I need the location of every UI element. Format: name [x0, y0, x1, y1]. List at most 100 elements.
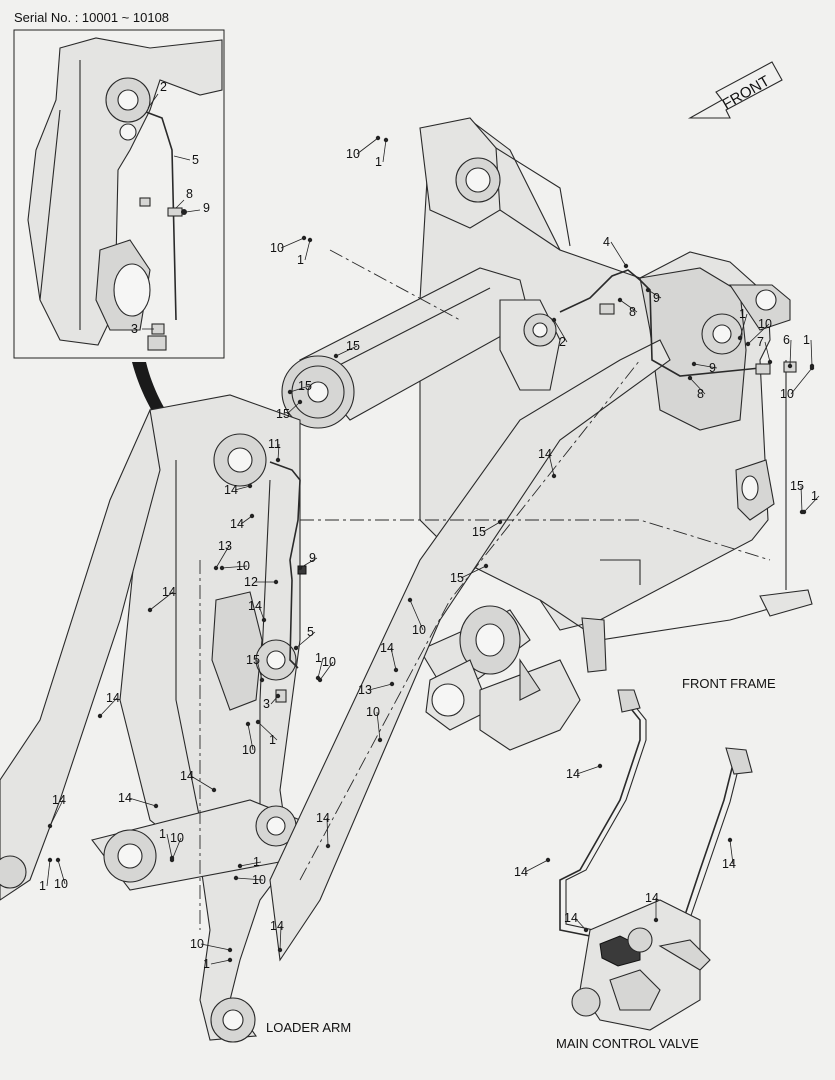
callout-leader [326, 817, 329, 847]
fitting-marker [213, 565, 219, 571]
fitting-marker [383, 137, 389, 143]
callout-number: 9 [309, 551, 316, 565]
callout-number: 9 [709, 361, 716, 375]
callout-number: 10 [346, 147, 360, 161]
callout: 10 [745, 317, 772, 347]
callout-number: 1 [253, 855, 260, 869]
callout-number: 4 [603, 235, 610, 249]
callout-number: 14 [230, 517, 244, 531]
bucket-cylinder [419, 605, 581, 751]
callout-leader [382, 139, 387, 163]
callout-number: 1 [315, 651, 322, 665]
callout-leader [319, 661, 334, 681]
fitting-marker [219, 565, 225, 571]
callout: 10 [242, 721, 256, 757]
callout: 14 [316, 811, 331, 849]
fitting-marker [389, 681, 395, 687]
callout-leader [256, 659, 263, 681]
callout: 14 [118, 791, 159, 809]
callout-leader [548, 453, 555, 477]
fitting-marker [301, 235, 307, 241]
fitting-marker [293, 645, 299, 651]
callout: 10 [780, 365, 815, 401]
callout: 10 [317, 655, 336, 683]
callout: 11 [268, 437, 281, 463]
callout-leader [356, 137, 379, 155]
fitting-marker [273, 579, 279, 585]
callout: 7 [757, 335, 773, 365]
fitting-marker [597, 763, 603, 769]
callout: 14 [722, 837, 736, 871]
fitting-marker [623, 263, 629, 269]
fitting-marker [687, 375, 693, 381]
callout-leader [149, 591, 174, 611]
callout-number: 13 [358, 683, 372, 697]
callout: 1 [203, 957, 233, 971]
fitting-marker [317, 677, 323, 683]
inset-detail: 2 5 8 9 3 [13, 29, 225, 359]
callout-number: 1 [375, 155, 382, 169]
callout: 1 [737, 307, 748, 341]
callout-number: 14 [722, 857, 736, 871]
callout-leader [258, 605, 265, 621]
callout-leader [390, 647, 397, 671]
callout-number: 10 [242, 743, 256, 757]
callout-number: 1 [269, 733, 276, 747]
fitting-marker [483, 563, 489, 569]
callout-leader [689, 377, 706, 395]
fitting-marker [147, 607, 153, 613]
fitting-marker [287, 389, 293, 395]
callout-number: 5 [307, 625, 314, 639]
callout-leader [576, 765, 601, 775]
front-label: FRONT [719, 73, 772, 114]
callout-leader [247, 723, 254, 751]
callout-leader [295, 631, 316, 649]
callout-leader [368, 683, 393, 691]
callout-leader [171, 837, 182, 861]
detail-pointer-arrow [132, 362, 262, 500]
callout-number: 14 [538, 447, 552, 461]
callout: 10 [407, 597, 426, 637]
callout: 14 [180, 769, 217, 793]
fitting-marker [809, 365, 815, 371]
callout: 13 [358, 681, 395, 697]
callout-leader [49, 799, 64, 827]
callout: 1 [801, 489, 820, 515]
callout: 1 [255, 719, 278, 747]
callout-leader [239, 861, 262, 867]
callout-leader [200, 943, 231, 951]
callout-number: 10 [270, 241, 284, 255]
callout-number: 13 [218, 539, 232, 553]
callout-number: 10 [412, 623, 426, 637]
fitting-marker [249, 513, 255, 519]
fitting-marker [247, 483, 253, 489]
callout: 14 [97, 691, 120, 719]
callout-leader [800, 485, 803, 513]
fitting-marker [275, 693, 281, 699]
serial-number: Serial No. : 10001 ~ 10108 [14, 10, 170, 25]
fitting-marker [375, 135, 381, 141]
callout-number: 15 [450, 571, 464, 585]
callout-number: 10 [190, 937, 204, 951]
fitting-marker [261, 617, 267, 623]
callout-leader [210, 959, 231, 965]
callout: 10 [233, 873, 266, 887]
callout-number: 10 [366, 705, 380, 719]
callout-number: 14 [566, 767, 580, 781]
callout: 10 [190, 937, 233, 953]
callout-leader [299, 557, 318, 569]
callout-number: 11 [268, 437, 281, 451]
main-control-valve-caption: MAIN CONTROL VALVE [556, 1036, 699, 1051]
callout-number: 10 [170, 831, 184, 845]
callout-number: 3 [263, 697, 270, 711]
fitting-marker [583, 927, 589, 933]
fitting-marker [551, 473, 557, 479]
inset-callout: 9 [203, 201, 210, 215]
fitting-marker [277, 947, 283, 953]
callout-leader [215, 545, 230, 569]
fitting-marker [297, 565, 303, 571]
fitting-marker [55, 857, 61, 863]
inset-callout: 3 [131, 322, 138, 336]
callout-leader [693, 363, 718, 369]
